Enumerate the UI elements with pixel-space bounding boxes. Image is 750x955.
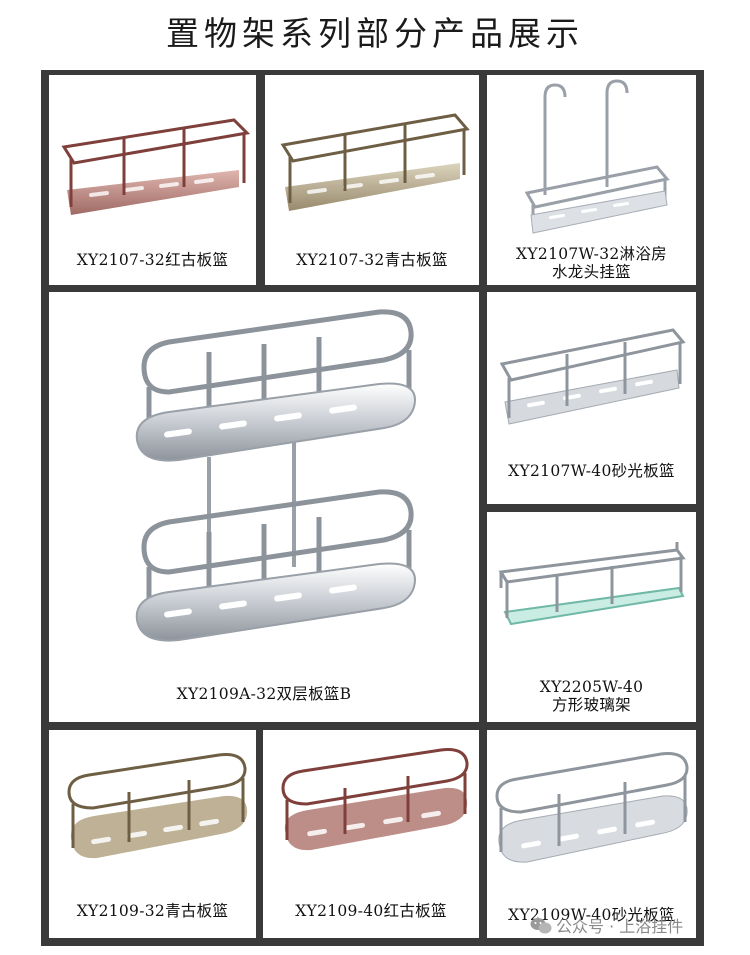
watermark-text: 公众号 · 上浴挂件: [556, 917, 684, 936]
product-caption-line-2: 方形玻璃架: [551, 696, 631, 714]
green-antique-basket-image: [280, 113, 470, 211]
product-card-xy2107-32-green[interactable]: XY2107-32青古板篮: [265, 75, 479, 285]
product-caption: XY2109-32青古板篮: [76, 902, 229, 920]
product-card-xy2109w-40-satin[interactable]: XY2109W-40砂光板篮: [487, 730, 696, 938]
product-caption: XY2109A-32双层板篮B: [176, 685, 352, 703]
chrome-oval-basket-image: [495, 752, 689, 863]
product-caption: XY2107-32青古板篮: [296, 251, 448, 269]
product-card-xy2107w-40-satin[interactable]: XY2107W-40砂光板篮: [487, 292, 696, 504]
chrome-double-basket-image: [135, 309, 416, 642]
red-oval-basket-image: [281, 748, 469, 851]
product-card-xy2107w-32-hanging[interactable]: XY2107W-32淋浴房 水龙头挂篮: [487, 75, 696, 285]
wechat-icon: [530, 918, 552, 934]
product-caption: XY2107W-40砂光板篮: [508, 462, 675, 480]
product-card-xy2109a-32-double[interactable]: XY2109A-32双层板篮B: [49, 292, 479, 722]
wechat-watermark: 公众号 · 上浴挂件: [530, 913, 735, 941]
product-caption-line-1: XY2205W-40: [539, 678, 644, 696]
product-card-xy2107-32-red[interactable]: XY2107-32红古板篮: [49, 75, 256, 285]
red-antique-basket-image: [61, 118, 251, 215]
product-card-xy2109-32-green[interactable]: XY2109-32青古板篮: [49, 730, 256, 938]
product-caption-line-2: 水龙头挂篮: [551, 263, 631, 281]
chrome-hanging-basket-image: [524, 79, 670, 234]
page-title: 置物架系列部分产品展示: [166, 14, 584, 53]
product-caption: XY2109W-40砂光板篮: [508, 906, 675, 924]
product-caption-line-1: XY2107W-32淋浴房: [516, 245, 667, 263]
product-card-xy2109-40-red[interactable]: XY2109-40红古板篮: [263, 730, 479, 938]
product-caption: XY2109-40红古板篮: [295, 902, 447, 920]
glass-shelf-image: [498, 542, 686, 626]
product-grid: XY2107-32红古板篮 XY2107: [41, 70, 704, 946]
chrome-satin-basket-image: [499, 328, 686, 425]
product-card-xy2205w-40-glass[interactable]: XY2205W-40 方形玻璃架: [487, 512, 696, 722]
green-oval-basket-image: [67, 753, 248, 859]
product-caption: XY2107-32红古板篮: [76, 251, 229, 269]
